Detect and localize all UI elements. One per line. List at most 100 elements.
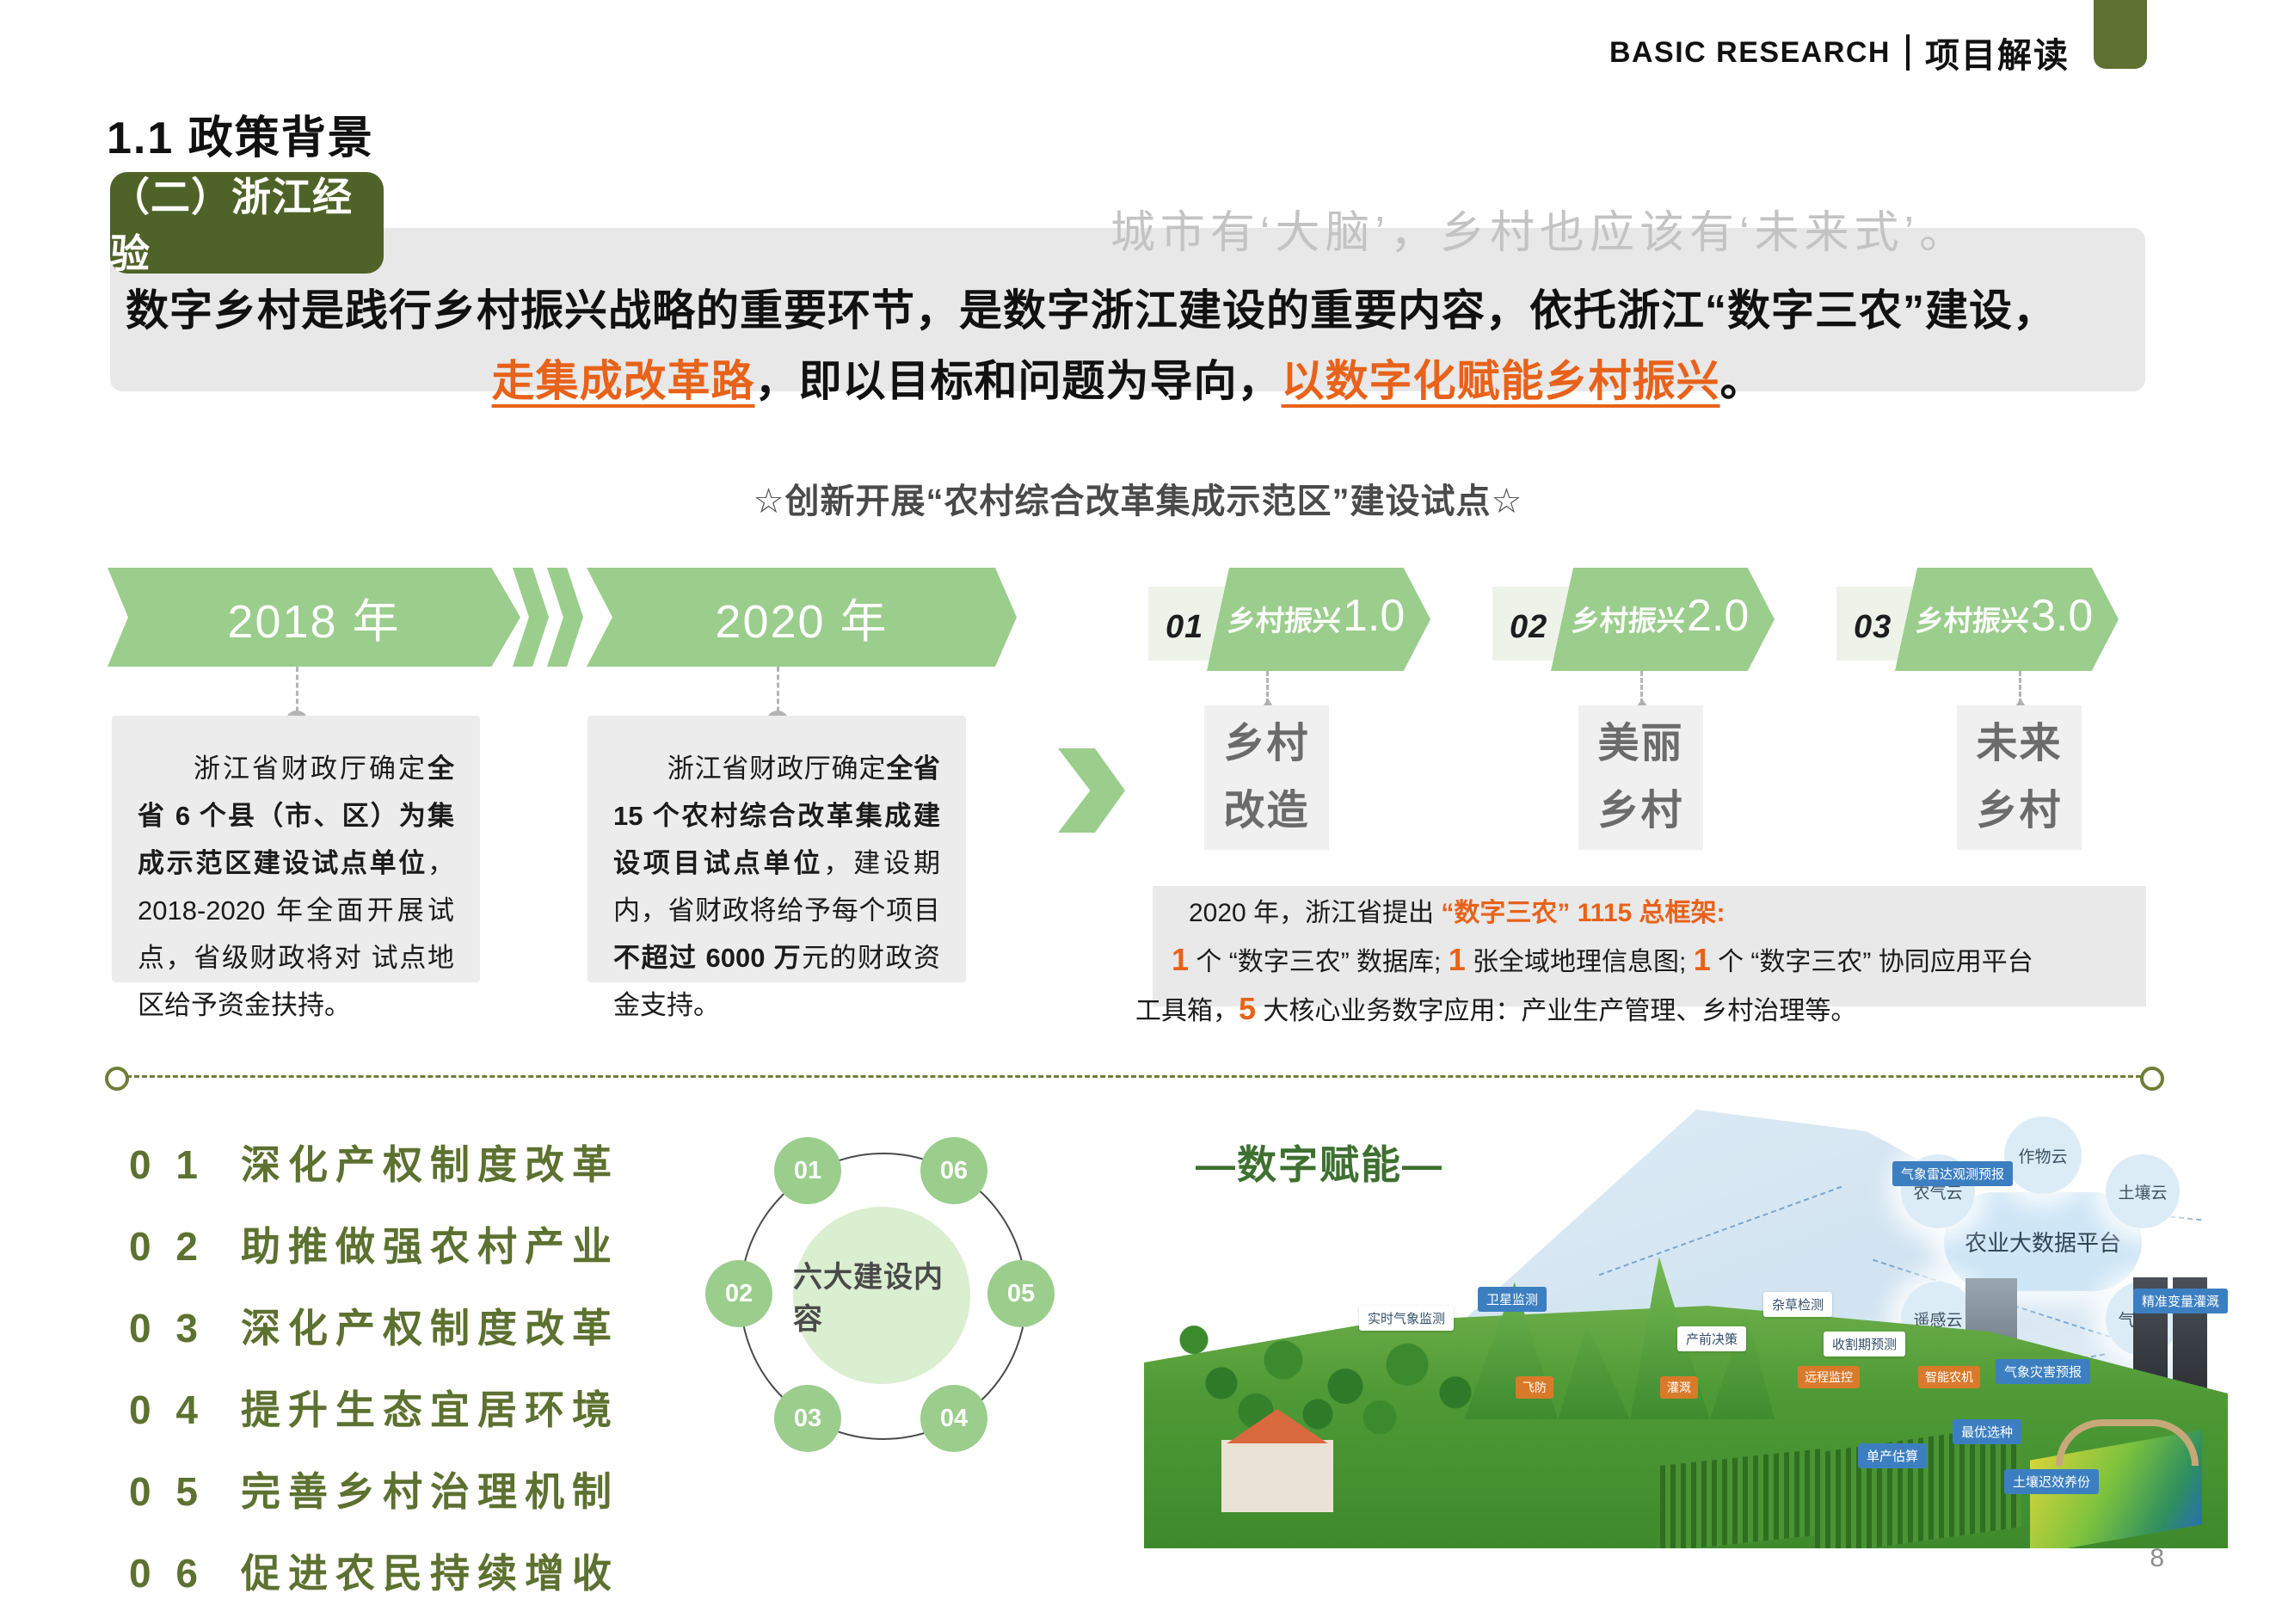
- list-item[interactable]: 0 4 提升生态宜居环境: [129, 1379, 680, 1436]
- quote-line-2: 走集成改革路，即以目标和问题为导向，以数字化赋能乡村振兴。: [110, 346, 2145, 416]
- six-contents-circle-diagram: 六大建设内容 01 02 03 04 05 06: [680, 1118, 1084, 1514]
- list-item-number: 0 3: [129, 1306, 205, 1350]
- framework-line-3-a: 工具箱，: [1135, 997, 1239, 1025]
- list-item-label: 深化产权制度改革: [241, 1142, 619, 1187]
- quote-mid-text: ，即以目标和问题为导向，: [754, 357, 1282, 405]
- header-title-group: BASIC RESEARCH 项目解读: [1609, 28, 2070, 77]
- framework-box: [1153, 886, 2146, 1006]
- stage-outcome-03: 未来 乡村: [1957, 705, 2082, 850]
- divider-dot-right: [2140, 1067, 2164, 1091]
- cloud-crop: 作物云: [2004, 1116, 2082, 1194]
- framework-num-1: 1: [1172, 942, 1190, 977]
- quote-panel: [110, 228, 2145, 391]
- page-title: 1.1 政策背景: [107, 114, 374, 163]
- stage-outcome-02-bottom: 乡村: [1597, 788, 1684, 834]
- info-box-2020-bold-2: 不超过 6000 万: [613, 943, 803, 973]
- framework-line-1: 2020 年，浙江省提出 “数字三农” 1115 总框架:: [1135, 890, 2168, 937]
- stage-version-02: 2.0: [1687, 591, 1750, 641]
- cloud-agri-bigdata-platform: 农业大数据平台: [1944, 1192, 2142, 1291]
- quote-emphasis-2: 以数字化赋能乡村振兴: [1281, 357, 1720, 405]
- framework-text: 2020 年，浙江省提出 “数字三农” 1115 总框架: 1 个 “数字三农”…: [1135, 890, 2168, 1035]
- framework-line-2-c: 个 “数字三农” 协同应用平台: [1710, 948, 2033, 976]
- list-item-label: 深化产权制度改革: [241, 1306, 619, 1350]
- illustration-tag-pre-production: 产前决策: [1677, 1326, 1747, 1351]
- illustration-tag-realtime-weather: 实时气象监测: [1359, 1306, 1455, 1331]
- stage-outcome-01: 乡村 改造: [1204, 705, 1329, 850]
- stage-arrow-shape: [1551, 568, 1775, 671]
- timeline-year-2018-label: 2018 年: [227, 596, 401, 648]
- list-item[interactable]: 0 5 完善乡村治理机制: [129, 1461, 680, 1517]
- quote-watermark: 城市有‘大脑’，乡村也应该有‘未来式’。: [1110, 208, 1970, 258]
- chevron-separator-icon: [547, 568, 583, 667]
- circle-node-04[interactable]: 04: [920, 1385, 987, 1452]
- circle-node-02[interactable]: 02: [705, 1260, 772, 1327]
- framework-line-3-b: 大核心业务数字应用：产业生产管理、乡村治理等。: [1256, 997, 1857, 1025]
- list-item-number: 0 4: [129, 1387, 205, 1432]
- stage-outcome-01-bottom: 改造: [1223, 788, 1310, 834]
- list-item-number: 0 6: [129, 1551, 205, 1596]
- list-item-label: 助推做强农村产业: [241, 1224, 619, 1269]
- zhejiang-experience-tab-label: （二）浙江经验: [110, 175, 353, 276]
- circle-center-label: 六大建设内容: [793, 1261, 944, 1336]
- stage-label-03: 乡村振兴: [1914, 605, 2031, 637]
- circle-node-05[interactable]: 05: [987, 1260, 1055, 1327]
- chevron-right-icon: [1058, 748, 1125, 833]
- stage-number-01: 01: [1166, 609, 1204, 645]
- info-box-2018-bold-1: 全省 6 个县（市、区）为集成示范区建设试点单位: [138, 754, 454, 878]
- quote-body: 数字乡村是践行乡村振兴战略的重要环节，是数字浙江建设的重要内容，依托浙江“数字三…: [110, 275, 2145, 416]
- framework-num-5: 5: [1239, 991, 1257, 1026]
- connector-line: [1266, 671, 1269, 704]
- circle-node-03[interactable]: 03: [774, 1385, 841, 1452]
- list-item[interactable]: 0 1 深化产权制度改革: [129, 1134, 680, 1190]
- framework-line-2: 1 个 “数字三农” 数据库; 1 张全域地理信息图; 1 个 “数字三农” 协…: [1135, 937, 2168, 986]
- list-item-number: 0 1: [129, 1142, 205, 1187]
- framework-num-3: 1: [1693, 942, 1711, 977]
- framework-line-2-b: 张全域地理信息图;: [1465, 948, 1694, 976]
- smart-agriculture-illustration: 农业大数据平台 作物云 农气云 土壤云 遥感云 气候云 卫星监测 实时气象监测 …: [1144, 1101, 2228, 1548]
- header-separator: [1906, 34, 1910, 71]
- list-item[interactable]: 0 2 助推做强农村产业: [129, 1215, 680, 1272]
- list-item[interactable]: 0 3 深化产权制度改革: [129, 1297, 680, 1354]
- list-item-label: 完善乡村治理机制: [241, 1469, 619, 1514]
- list-item-number: 0 2: [129, 1224, 205, 1269]
- header-english-title: BASIC RESEARCH: [1609, 35, 1891, 69]
- illustration-tag-aerial-spray: 飞防: [1516, 1376, 1553, 1399]
- framework-num-2: 1: [1448, 942, 1466, 977]
- illustration-tag-harvest-prediction: 收割期预测: [1824, 1332, 1906, 1356]
- quote-emphasis-1: 走集成改革路: [491, 357, 755, 405]
- stage-version-03: 3.0: [2031, 591, 2094, 641]
- illustration-farmhouse: [1221, 1440, 1333, 1512]
- illustration-bridge: [2056, 1419, 2199, 1466]
- header-accent-tab: [2094, 0, 2147, 69]
- illustration-tag-optimal-seed: 最优选种: [1953, 1419, 2022, 1444]
- quote-line-1: 数字乡村是践行乡村振兴战略的重要环节，是数字浙江建设的重要内容，依托浙江“数字三…: [126, 286, 2057, 335]
- illustration-tag-satellite-monitoring: 卫星监测: [1478, 1287, 1547, 1312]
- framework-line-1-a: 2020 年，浙江省提出: [1189, 899, 1442, 927]
- framework-line-2-a: 个 “数字三农” 数据库;: [1189, 948, 1449, 976]
- info-box-2020-bold-1: 全省 15 个农村综合改革集成建设项目试点单位: [613, 754, 941, 878]
- circle-node-01[interactable]: 01: [774, 1137, 841, 1204]
- illustration-tag-remote-control: 远程监控: [1798, 1366, 1860, 1388]
- stage-number-02: 02: [1510, 609, 1548, 645]
- illustration-tag-irrigation: 灌溉: [1660, 1376, 1698, 1399]
- stage-number-03: 03: [1854, 609, 1892, 645]
- sub-headline: ☆创新开展“农村综合改革集成示范区”建设试点☆: [753, 483, 1523, 520]
- stage-arrow-text-01: 乡村振兴 1.0: [1227, 590, 1425, 642]
- timeline-year-2018: 2018 年: [108, 568, 520, 667]
- info-box-2020: 浙江省财政厅确定全省 15 个农村综合改革集成建设项目试点单位，建设期内，省财政…: [587, 716, 966, 1020]
- info-box-2018-text-1: 浙江省财政厅确定: [191, 754, 428, 784]
- illustration-tag-yield-estimate: 单产估算: [1858, 1443, 1928, 1468]
- framework-line-3: 工具箱，5 大核心业务数字应用：产业生产管理、乡村治理等。: [1135, 986, 2168, 1035]
- circle-node-06[interactable]: 06: [920, 1137, 987, 1204]
- stage-version-01: 1.0: [1343, 591, 1406, 641]
- list-item-label: 提升生态宜居环境: [241, 1387, 619, 1432]
- cloud-soil: 土壤云: [2106, 1154, 2180, 1228]
- zhejiang-experience-tab[interactable]: （二）浙江经验: [110, 172, 384, 276]
- list-item-number: 0 5: [129, 1469, 205, 1514]
- connector-line: [2019, 671, 2021, 704]
- divider-dot-left: [105, 1067, 129, 1091]
- connector-line: [296, 667, 298, 720]
- list-item[interactable]: 0 6 促进农民持续增收: [129, 1542, 680, 1599]
- info-box-2018: 浙江省财政厅确定全省 6 个县（市、区）为集成示范区建设试点单位，2018-20…: [112, 716, 480, 1020]
- illustration-tag-precision-irrigation: 精准变量灌溉: [2133, 1289, 2228, 1313]
